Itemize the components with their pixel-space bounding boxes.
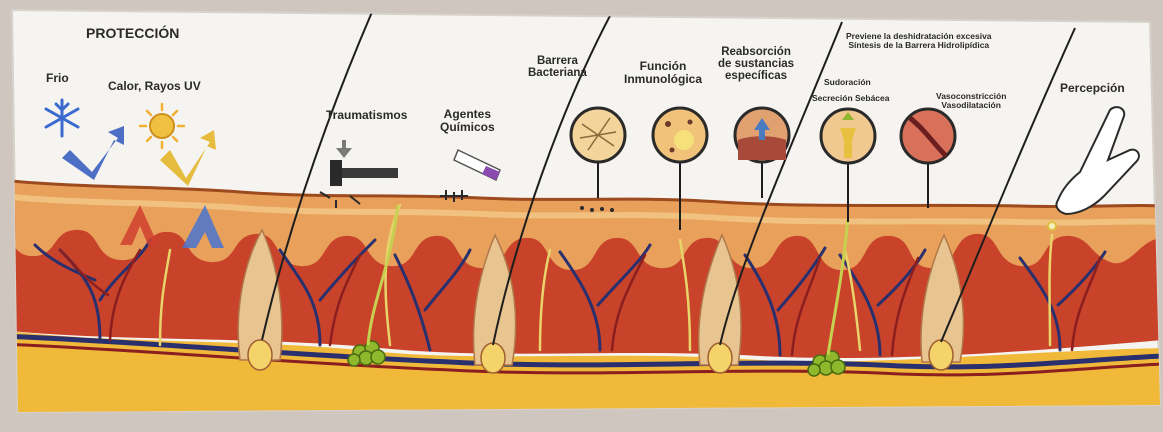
label-agentes-line2: Químicos <box>440 121 495 134</box>
label-frio: Frio <box>46 72 69 85</box>
label-agentes-quimicos: Agentes Químicos <box>440 108 495 133</box>
label-funcion-line2: Inmunológica <box>624 73 702 86</box>
label-sudoracion: Sudoración <box>824 78 871 87</box>
label-secrecion-sebacea: Secreción Sebácea <box>812 94 890 103</box>
label-barrera-line1: Barrera <box>528 55 587 67</box>
label-previene-deshidratacion: Previene la deshidratación excesiva Sínt… <box>846 32 992 50</box>
label-calor-rayos-uv: Calor, Rayos UV <box>108 80 201 93</box>
sun-icon <box>140 104 184 148</box>
label-reabsorcion-line1: Reabsorción <box>718 46 794 58</box>
label-agentes-line1: Agentes <box>440 108 495 121</box>
label-reabsorcion: Reabsorción de sustancias específicas <box>718 46 794 82</box>
label-traumatismos: Traumatismos <box>326 109 407 122</box>
label-vasoconstriccion: Vasoconstricción Vasodilatación <box>936 92 1006 110</box>
label-reabsorcion-line2: de sustancias <box>718 58 794 70</box>
label-barrera-line2: Bacteriana <box>528 67 587 79</box>
label-previene-line2: Síntesis de la Barrera Hidrolipídica <box>846 41 992 50</box>
label-barrera-bacteriana: Barrera Bacteriana <box>528 55 587 79</box>
page-title: PROTECCIÓN <box>86 26 179 41</box>
label-reabsorcion-line3: específicas <box>718 70 794 82</box>
label-funcion-line1: Función <box>624 60 702 73</box>
label-percepcion: Percepción <box>1060 82 1125 95</box>
label-vaso-line2: Vasodilatación <box>936 101 1006 110</box>
label-funcion-inmunologica: Función Inmunológica <box>624 60 702 85</box>
